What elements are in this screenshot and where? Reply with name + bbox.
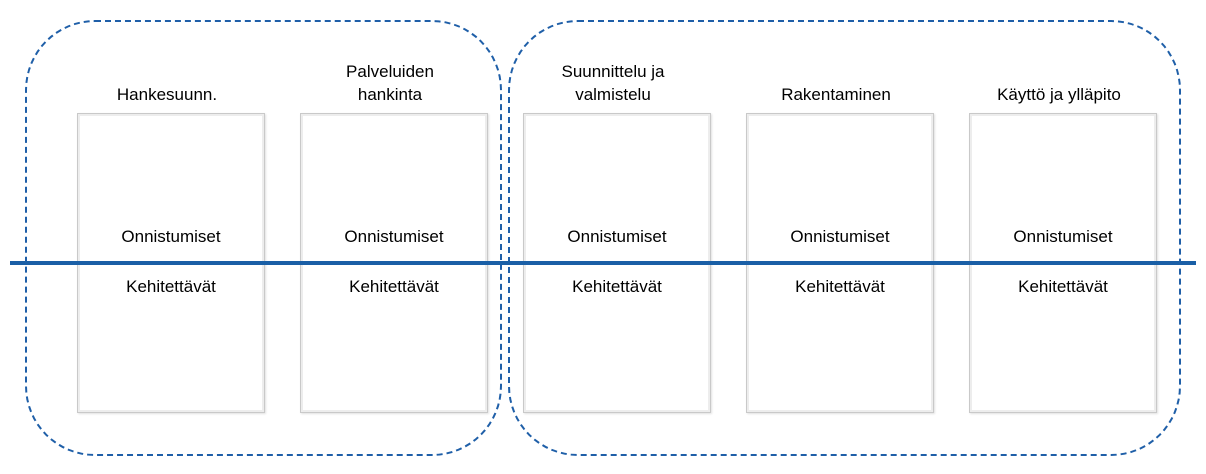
success-label: Onnistumiset (790, 227, 890, 246)
phase-title: Suunnittelu ja valmistelu (561, 62, 665, 104)
success-label: Onnistumiset (1013, 227, 1113, 246)
timeline-line (10, 261, 1196, 265)
improvement-label: Kehitettävät (795, 277, 885, 296)
phase-column: Suunnittelu ja valmistelu Onnistumiset K… (513, 0, 713, 474)
success-label: Onnistumiset (567, 227, 667, 246)
improvement-label: Kehitettävät (126, 277, 216, 296)
success-label: Onnistumiset (344, 227, 444, 246)
improvement-label: Kehitettävät (1018, 277, 1108, 296)
phase-title: Palveluiden hankinta (346, 62, 434, 104)
phase-column: Palveluiden hankinta Onnistumiset Kehite… (290, 0, 490, 474)
phase-title: Hankesuunn. (116, 85, 218, 104)
phase-title: Rakentaminen (781, 85, 891, 104)
group-outline-left (25, 20, 502, 456)
phase-column: Käyttö ja ylläpito Onnistumiset Kehitett… (959, 0, 1159, 474)
phase-column: Hankesuunn. Onnistumiset Kehitettävät (67, 0, 267, 474)
phase-column: Rakentaminen Onnistumiset Kehitettävät (736, 0, 936, 474)
phase-title: Käyttö ja ylläpito (997, 85, 1121, 104)
improvement-label: Kehitettävät (572, 277, 662, 296)
success-label: Onnistumiset (121, 227, 221, 246)
improvement-label: Kehitettävät (349, 277, 439, 296)
group-outline-right (508, 20, 1181, 456)
